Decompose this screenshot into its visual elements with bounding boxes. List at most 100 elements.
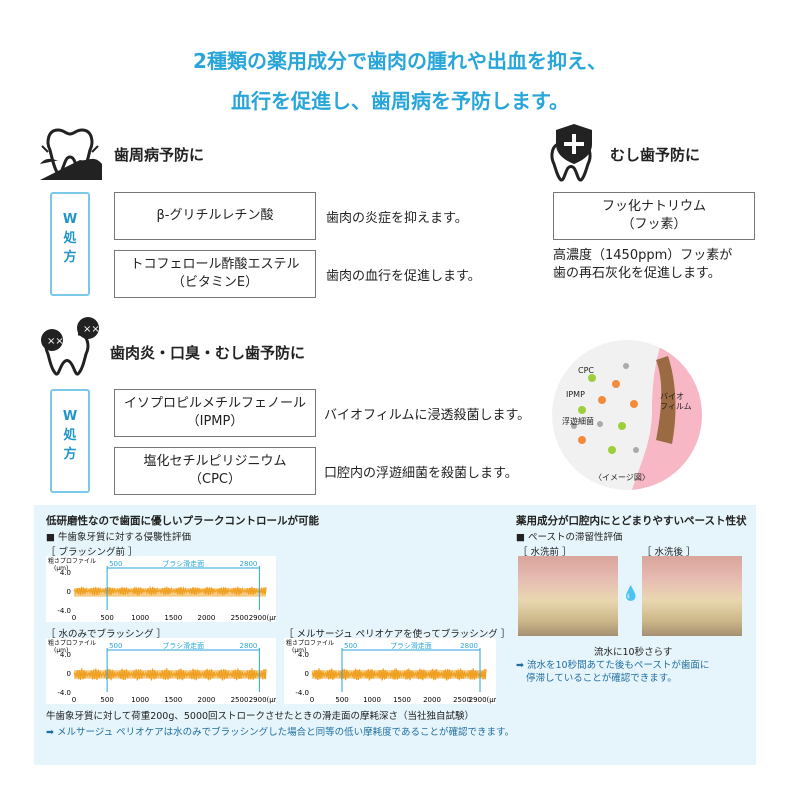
desc-line: 高濃度（1450ppm）フッ素が [553, 248, 733, 263]
diagram-art [571, 340, 702, 490]
ingredient-name: トコフェロール酢酸エステル [130, 257, 300, 272]
ingredient-desc: 歯肉の炎症を抑えます。 [326, 211, 468, 226]
ipmp-label: IPMP [566, 390, 585, 399]
ingredient-desc: 口腔内の浮遊細菌を殺菌します。 [324, 466, 518, 481]
retention-title: 薬用成分が口腔内にとどまりやすいペースト性状 [516, 515, 747, 527]
range-start-label: 500 [344, 642, 357, 650]
x-tick-label: 1500 [393, 696, 411, 704]
w-char: 処 [63, 231, 77, 246]
fluoride-desc: 高濃度（1450ppm）フッ素が 歯の再石灰化を促進します。 [553, 247, 732, 283]
retention-subtitle: ■ ペーストの滞留性評価 [516, 532, 623, 543]
y-axis-label: 粗さプロファイル [48, 557, 96, 565]
tooth-gum-icon [40, 128, 102, 180]
range-label: ブラシ滑走面 [390, 641, 432, 650]
conclusion-line: 停滞していることが確認できます。 [526, 673, 677, 684]
w-prescription-badge: W 処 方 [50, 192, 90, 296]
chart-label: ［ 水のみでブラッシング ］ [46, 629, 167, 640]
y-axis-unit: (μm) [292, 647, 306, 654]
y-axis-unit: (μm) [54, 565, 68, 572]
y-tick-label: 4.0 [60, 569, 71, 577]
x-tick-label: 2500 [231, 614, 249, 622]
x-tick-label: 0 [72, 614, 76, 622]
w-char: 方 [63, 250, 77, 265]
y-tick-label: -4.0 [295, 689, 309, 697]
ingredient-desc: 歯肉の血行を促進します。 [326, 269, 481, 284]
profile-band [312, 670, 486, 679]
profile-chart: 4.00-4.0050010001500200025002900(μm)5002… [284, 638, 504, 704]
chart-label: ［ メルサージュ ペリオケアを使ってブラッシング ］ [284, 629, 511, 640]
abrasion-conclusion: ➡ メルサージュ ペリオケアは水のみでブラッシングした場合と同等の低い摩耗度であ… [46, 727, 515, 738]
svg-text:××: ×× [47, 336, 64, 347]
x-tick-label: 2500 [231, 696, 249, 704]
x-tick-label: 0 [72, 696, 76, 704]
test-note: 牛歯象牙質に対して荷重200g、5000回ストロークさせたときの滑走面の摩耗深さ… [46, 711, 475, 722]
w-prescription-badge: W 処 方 [50, 389, 90, 493]
x-tick-label: 2900(μm) [249, 614, 276, 622]
x-tick-label: 500 [100, 696, 113, 704]
water-drop-icon: 💧 [622, 586, 640, 602]
y-tick-label: 4.0 [298, 651, 309, 659]
fluoride-box: フッ化ナトリウム （フッ素） [553, 192, 755, 240]
range-label: ブラシ滑走面 [162, 641, 204, 650]
x-tick-label: 2900(μm) [249, 696, 276, 704]
ingredient-name: フッ化ナトリウム [601, 199, 706, 214]
headline-line2: 血行を促進し、歯周病を予防します。 [231, 89, 569, 113]
x-tick-label: 500 [100, 614, 113, 622]
x-tick-label: 1500 [164, 696, 182, 704]
ingredient-name: （ビタミンE） [171, 275, 259, 290]
y-tick-label: -4.0 [57, 607, 71, 615]
x-tick-label: 2900(μm) [469, 696, 496, 704]
x-tick-label: 2000 [197, 614, 215, 622]
range-end-label: 2800 [240, 560, 258, 568]
range-end-label: 2800 [460, 642, 478, 650]
profile-band [74, 670, 266, 679]
before-label: ［ 水洗前 ］ [518, 547, 572, 558]
headline-line1: 2種類の薬用成分で歯肉の腫れや出血を抑え、 [193, 49, 607, 73]
y-tick-label: 0 [67, 588, 71, 596]
y-axis-label: 粗さプロファイル [48, 639, 96, 647]
x-tick-label: 1500 [164, 614, 182, 622]
cavity-title: むし歯予防に [610, 146, 701, 164]
chart-label: ［ ブラッシング前 ］ [46, 547, 138, 558]
ingredient-name: β-グリチルレチン酸 [156, 208, 274, 223]
ingredient-name: （CPC） [189, 472, 241, 487]
retention-conclusion: ➡ 流水を10秒間あてた後もペーストが歯面に 停滞していることが確認できます。 [516, 659, 709, 685]
y-tick-label: 0 [305, 670, 309, 678]
diagram-caption: 〈イメージ図〉 [594, 473, 650, 482]
x-tick-label: 0 [310, 696, 314, 704]
svg-text:××: ×× [83, 324, 100, 335]
ingredient-box: β-グリチルレチン酸 [114, 192, 316, 240]
range-start-label: 500 [109, 560, 122, 568]
perio-title: 歯周病予防に [114, 146, 205, 164]
w-char: 方 [63, 447, 77, 462]
teeth-after-photo [642, 556, 742, 636]
evaluation-panel [34, 505, 756, 765]
ingredient-name: （IPMP） [186, 414, 244, 429]
w-char: 処 [63, 428, 77, 443]
y-tick-label: -4.0 [57, 689, 71, 697]
profile-chart: 4.00-4.0050010001500200025002900(μm)5002… [46, 638, 284, 704]
range-end-label: 2800 [240, 642, 258, 650]
after-label: ［ 水洗後 ］ [642, 547, 696, 558]
profile-band [74, 588, 266, 597]
mechanism-diagram: CPC IPMP 浮遊細菌 バイオ フィルム 〈イメージ図〉 [552, 340, 702, 490]
tooth-shield-icon [550, 124, 592, 182]
cpc-label: CPC [578, 366, 594, 375]
conclusion-line: ➡ 流水を10秒間あてた後もペーストが歯面に [516, 660, 710, 671]
flow-label: 流水に10秒さらす [594, 647, 673, 658]
range-label: ブラシ滑走面 [162, 559, 204, 568]
w-char: W [62, 212, 78, 227]
ingredient-name: 塩化セチルピリジニウム [143, 454, 287, 469]
floating-bacteria-label: 浮遊細菌 [562, 417, 594, 426]
ingredient-desc: バイオフィルムに浸透殺菌します。 [324, 408, 531, 423]
x-tick-label: 2000 [423, 696, 441, 704]
x-tick-label: 2500 [453, 696, 471, 704]
ingredient-name: （フッ素） [621, 217, 687, 232]
ingredient-box: イソプロピルメチルフェノール （IPMP） [114, 389, 316, 437]
abrasion-subtitle: ■ 牛歯象牙質に対する侵襲性評価 [46, 532, 191, 543]
biofilm-label: バイオ フィルム [660, 392, 692, 411]
x-tick-label: 1000 [363, 696, 381, 704]
x-tick-label: 2000 [197, 696, 215, 704]
w-char: W [62, 409, 78, 424]
teeth-before-photo [518, 556, 618, 636]
